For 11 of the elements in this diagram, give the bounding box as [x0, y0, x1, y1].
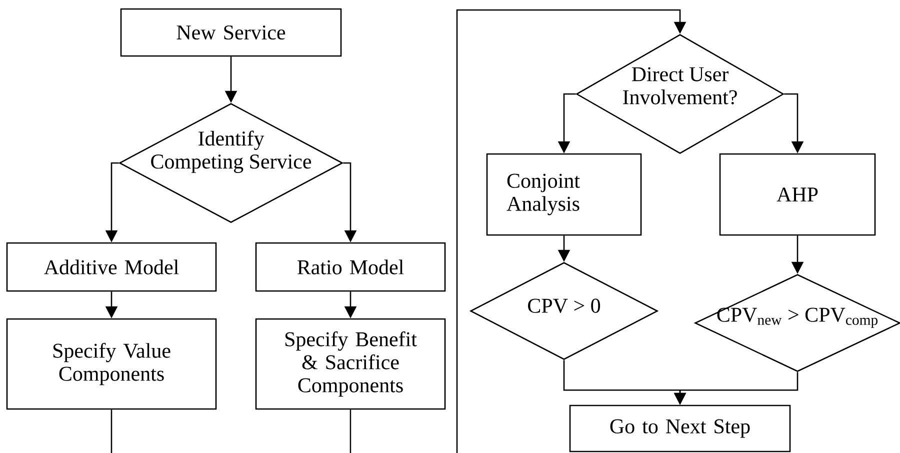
process-box: Ratio Model	[255, 242, 446, 292]
arrow	[456, 9, 686, 453]
connector-line	[110, 410, 112, 453]
process-box: Additive Model	[6, 242, 217, 292]
process-box: Specify Benefit & Sacrifice Components	[255, 318, 446, 410]
process-box: AHP	[719, 153, 876, 236]
process-box: Specify Value Components	[6, 318, 217, 410]
connector-line	[350, 410, 352, 453]
process-box: Conjoint Analysis	[486, 153, 642, 236]
process-box: Go to Next Step	[569, 404, 791, 452]
process-box: New Service	[120, 8, 342, 57]
